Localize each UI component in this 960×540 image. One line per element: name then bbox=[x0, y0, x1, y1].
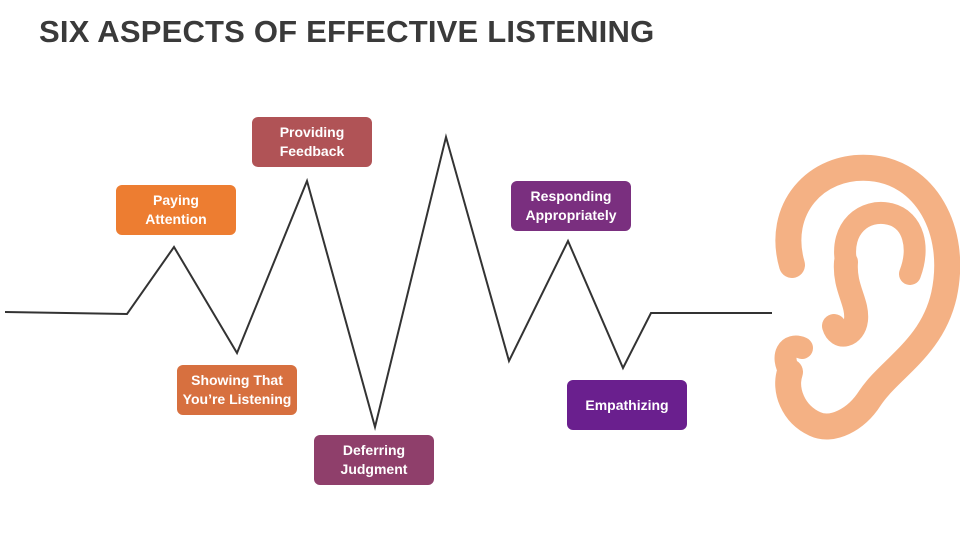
aspect-label-line2: Appropriately bbox=[525, 207, 617, 223]
aspect-box-paying-attention: Paying Attention bbox=[116, 185, 236, 235]
aspect-label-line2: You’re Listening bbox=[182, 391, 292, 407]
aspect-box-empathizing: Empathizing bbox=[567, 380, 687, 430]
aspect-label-line2: Feedback bbox=[279, 143, 345, 159]
aspect-box-responding-appropriately: Responding Appropriately bbox=[511, 181, 631, 231]
aspect-label-line2: Attention bbox=[145, 211, 207, 227]
aspect-label-line1: Responding bbox=[530, 188, 612, 204]
aspect-box-showing-listening: Showing That You’re Listening bbox=[177, 365, 297, 415]
aspect-label-line1: Paying bbox=[153, 192, 199, 208]
page-title: SIX ASPECTS OF EFFECTIVE LISTENING bbox=[39, 14, 655, 49]
aspect-box-deferring-judgment: Deferring Judgment bbox=[314, 435, 434, 485]
aspect-label-line2: Judgment bbox=[340, 461, 408, 477]
aspect-label-line1: Providing bbox=[279, 124, 345, 140]
aspect-label-line1: Empathizing bbox=[585, 396, 669, 413]
aspect-box-providing-feedback: Providing Feedback bbox=[252, 117, 372, 167]
aspect-label-line1: Showing That bbox=[191, 372, 283, 388]
aspect-label-line1: Deferring bbox=[342, 442, 406, 458]
ear-icon bbox=[774, 154, 960, 440]
